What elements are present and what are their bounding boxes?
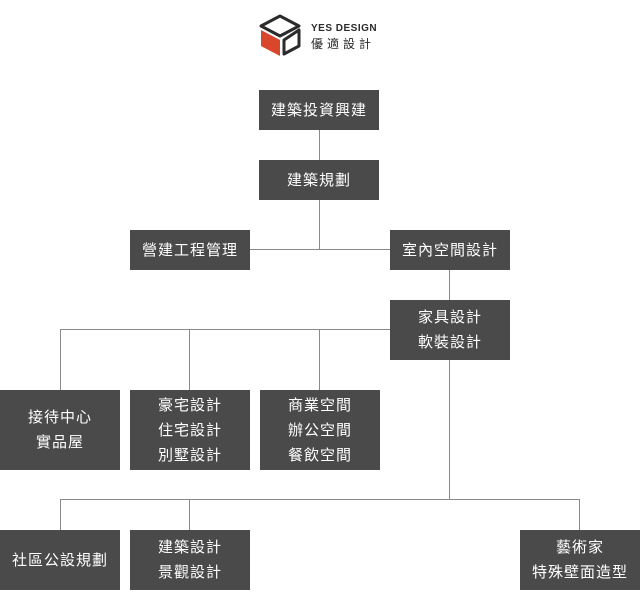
node-label: 景觀設計 bbox=[157, 563, 222, 581]
node-residential-design: 豪宅設計 住宅設計 別墅設計 bbox=[130, 390, 250, 470]
node-label: 藝術家 bbox=[555, 538, 604, 556]
node-construction-management: 營建工程管理 bbox=[130, 230, 250, 270]
node-label: 特殊壁面造型 bbox=[531, 563, 628, 581]
node-label: 豪宅設計 bbox=[157, 395, 222, 414]
node-label: 建築投資興建 bbox=[270, 100, 367, 119]
node-label: 餐飲空間 bbox=[287, 445, 352, 464]
node-label: 建築設計 bbox=[157, 538, 222, 556]
node-architecture-planning: 建築規劃 bbox=[259, 160, 379, 200]
node-label: 軟裝設計 bbox=[417, 333, 482, 351]
node-label: 接待中心 bbox=[27, 408, 92, 426]
node-label: 家具設計 bbox=[417, 308, 482, 326]
brand-logo: YES DESIGN 優適設計 bbox=[255, 10, 395, 60]
node-art-wall: 藝術家 特殊壁面造型 bbox=[520, 530, 640, 590]
node-label: 別墅設計 bbox=[157, 445, 222, 464]
node-furniture-soft-design: 家具設計 軟裝設計 bbox=[390, 300, 510, 360]
isometric-cube-logo-icon bbox=[259, 14, 301, 56]
brand-name-en: YES DESIGN bbox=[311, 23, 378, 34]
node-reception-showhouse: 接待中心 實品屋 bbox=[0, 390, 120, 470]
node-label: 社區公設規劃 bbox=[11, 550, 108, 569]
node-label: 室內空間設計 bbox=[401, 240, 498, 259]
node-label: 商業空間 bbox=[287, 395, 352, 414]
node-label: 營建工程管理 bbox=[141, 240, 238, 259]
node-label: 實品屋 bbox=[35, 433, 84, 451]
node-architecture-landscape: 建築設計 景觀設計 bbox=[130, 530, 250, 590]
node-architecture-investment: 建築投資興建 bbox=[259, 90, 379, 130]
node-label: 住宅設計 bbox=[157, 420, 222, 439]
brand-name-zh: 優適設計 bbox=[311, 37, 376, 51]
node-label: 辦公空間 bbox=[287, 420, 352, 439]
node-commercial-space: 商業空間 辦公空間 餐飲空間 bbox=[260, 390, 380, 470]
node-interior-design: 室內空間設計 bbox=[390, 230, 510, 270]
node-community-facilities: 社區公設規劃 bbox=[0, 530, 120, 590]
node-label: 建築規劃 bbox=[286, 170, 351, 189]
